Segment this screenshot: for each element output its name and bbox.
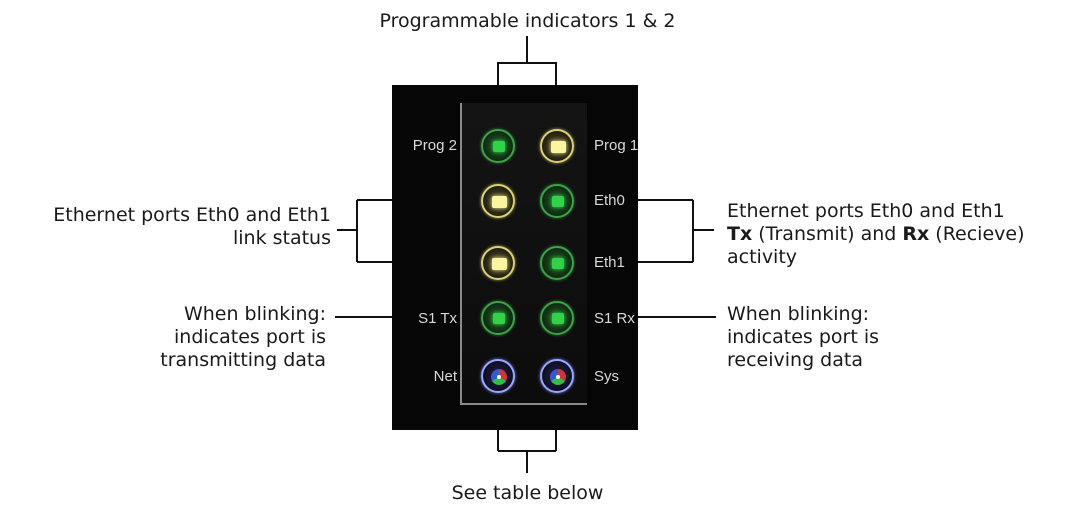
callout-link-status-line2: link status — [232, 227, 331, 249]
label-sys: Sys — [594, 368, 620, 385]
led-eth1-activity — [540, 246, 574, 280]
label-prog2: Prog 2 — [412, 137, 457, 154]
callout-see-table: See table below — [420, 482, 635, 505]
label-s1-tx: S1 Tx — [418, 310, 457, 327]
callout-receiving: When blinking: indicates port is receivi… — [727, 303, 1027, 372]
callout-rx-line3: receiving data — [727, 349, 863, 371]
led-s1-tx — [481, 301, 515, 335]
label-eth1: Eth1 — [594, 254, 625, 271]
led-s1-rx — [540, 301, 574, 335]
label-eth0: Eth0 — [594, 192, 625, 209]
callout-link-status-line1: Ethernet ports Eth0 and Eth1 — [53, 204, 331, 226]
callout-rx-line2: indicates port is — [727, 326, 879, 348]
led-prog1 — [540, 129, 574, 163]
callout-top-text: Programmable indicators 1 & 2 — [379, 10, 676, 32]
callout-tx-line2: indicates port is — [174, 326, 326, 348]
callout-rx-line1: When blinking: — [727, 303, 870, 325]
rx-rest: (Recieve) — [929, 223, 1025, 245]
callout-transmitting: When blinking: indicates port is transmi… — [0, 303, 326, 372]
led-eth0-link — [481, 184, 515, 218]
callout-tx-line3: transmitting data — [160, 349, 326, 371]
led-net — [481, 359, 515, 393]
label-prog1: Prog 1 — [594, 137, 639, 154]
callout-activity-line2: Tx (Transmit) and Rx (Recieve) — [727, 223, 1067, 246]
led-sys — [540, 359, 574, 393]
callout-activity-line3: activity — [727, 246, 798, 268]
callout-bottom-text: See table below — [451, 482, 604, 504]
rx-bold: Rx — [902, 223, 930, 245]
tx-rest: (Transmit) and — [752, 223, 903, 245]
callout-activity: Ethernet ports Eth0 and Eth1 Tx (Transmi… — [727, 200, 1067, 269]
label-net: Net — [433, 368, 457, 385]
callout-programmable-indicators: Programmable indicators 1 & 2 — [355, 10, 700, 33]
label-s1-rx: S1 Rx — [594, 310, 635, 327]
led-prog2 — [481, 129, 515, 163]
led-eth1-link — [481, 246, 515, 280]
led-eth0-activity — [540, 184, 574, 218]
callout-link-status: Ethernet ports Eth0 and Eth1 link status — [0, 204, 331, 250]
callout-tx-line1: When blinking: — [183, 303, 326, 325]
callout-activity-line1: Ethernet ports Eth0 and Eth1 — [727, 200, 1005, 222]
tx-bold: Tx — [727, 223, 753, 245]
